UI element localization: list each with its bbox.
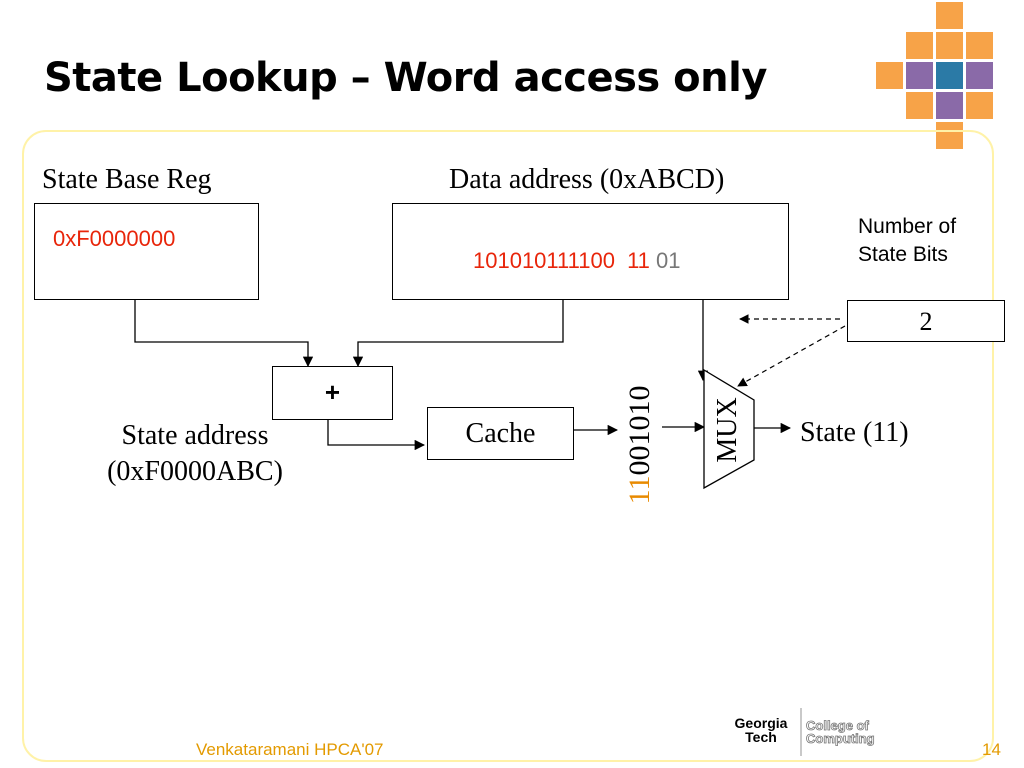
state-base-value: 0xF0000000 xyxy=(53,226,176,251)
slide-title: State Lookup – Word access only xyxy=(44,55,767,101)
num-state-bits-box: 2 xyxy=(847,300,1005,342)
state-address-line2: (0xF0000ABC) xyxy=(107,456,283,487)
state-address-line1: State address xyxy=(121,420,269,451)
logo-separator xyxy=(800,708,802,756)
state-output-label: State (11) xyxy=(800,417,909,448)
logo-right-text: College of Computing xyxy=(806,718,875,746)
logo-right-line1: College of xyxy=(806,718,870,733)
georgia-tech-logo: Georgia Tech College of Computing xyxy=(726,708,886,756)
data-address-bits-offset: 01 xyxy=(656,248,681,273)
state-base-reg-box: 0xF0000000 xyxy=(34,203,259,300)
statebits-dashed-arrow-2 xyxy=(737,325,846,387)
content-frame xyxy=(22,130,994,762)
logo-line1: Georgia xyxy=(734,715,788,731)
num-state-bits-label: Number of State Bits xyxy=(858,213,956,269)
cache-label: Cache xyxy=(465,418,536,449)
base-to-adder-line xyxy=(134,300,314,368)
logo-left-text: Georgia Tech xyxy=(726,716,796,744)
state-address-label: State address (0xF0000ABC) xyxy=(80,418,310,490)
cache-output-bits: 11001010 xyxy=(623,386,657,505)
cache-output-rest: 001010 xyxy=(623,385,656,476)
logo-right-line2: Computing xyxy=(806,731,875,746)
footer-author: Venkataramani HPCA'07 xyxy=(196,740,384,759)
adder-to-cache-line xyxy=(327,420,426,451)
addr-to-adder-line xyxy=(352,300,564,368)
cache-output-highlight: 11 xyxy=(623,475,656,505)
logo-line2: Tech xyxy=(745,729,777,745)
cache-box: Cache xyxy=(427,407,574,460)
data-address-bits-state: 11 xyxy=(627,248,650,273)
data-address-bits-main: 101010111100 xyxy=(473,248,615,273)
data-address-bits: 101010111100 11 01 xyxy=(473,248,681,274)
decorative-squares xyxy=(875,2,995,149)
mux-shape xyxy=(703,368,755,490)
num-state-bits-label-line1: Number of xyxy=(858,215,957,238)
mux-label: MUX xyxy=(712,397,743,463)
page-number: 14 xyxy=(982,740,1001,759)
num-state-bits-label-line2: State Bits xyxy=(858,243,948,266)
adder-box: + xyxy=(272,366,393,420)
data-address-box: 101010111100 11 01 xyxy=(392,203,789,300)
num-state-bits-value: 2 xyxy=(919,307,933,336)
data-address-label: Data address (0xABCD) xyxy=(449,164,725,195)
adder-symbol: + xyxy=(324,377,341,407)
state-base-reg-label: State Base Reg xyxy=(42,164,212,195)
